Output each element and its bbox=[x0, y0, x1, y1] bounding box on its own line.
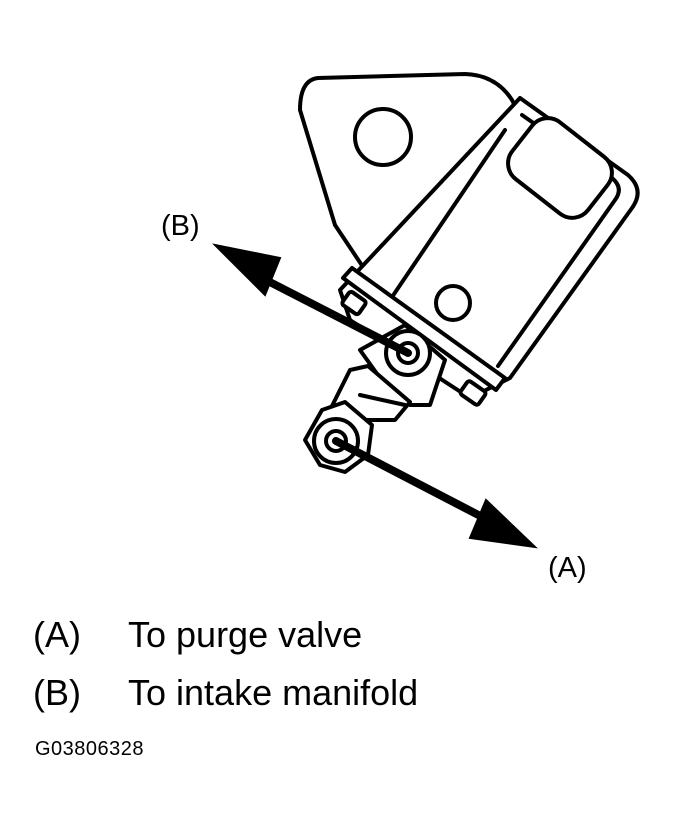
flange-bolt-head bbox=[458, 379, 488, 407]
solenoid-inner-rail-inner bbox=[388, 128, 507, 302]
legend-key-a: (A) bbox=[33, 614, 81, 655]
legend-text-a: To purge valve bbox=[128, 614, 363, 655]
purge-control-solenoid-diagram: (B) (A) bbox=[161, 72, 640, 584]
legend-text-b: To intake manifold bbox=[128, 672, 419, 713]
flange-bolt-head-upper bbox=[340, 289, 368, 317]
arrow-b-head bbox=[211, 243, 282, 297]
arrow-b-shaft bbox=[258, 274, 412, 357]
figure-code: G03806328 bbox=[35, 738, 145, 760]
arrow-a-head bbox=[468, 498, 538, 549]
callout-label-b: (B) bbox=[161, 210, 200, 242]
mounting-flange bbox=[341, 266, 507, 392]
lower-port-tube-divider bbox=[358, 393, 407, 407]
bracket-bolt-hole-large bbox=[353, 107, 413, 167]
legend-key-b: (B) bbox=[33, 672, 81, 713]
electrical-connector bbox=[506, 116, 614, 220]
solenoid-small-hole bbox=[434, 284, 472, 322]
callout-label-a: (A) bbox=[548, 552, 587, 584]
arrow-a-shaft bbox=[332, 437, 492, 524]
